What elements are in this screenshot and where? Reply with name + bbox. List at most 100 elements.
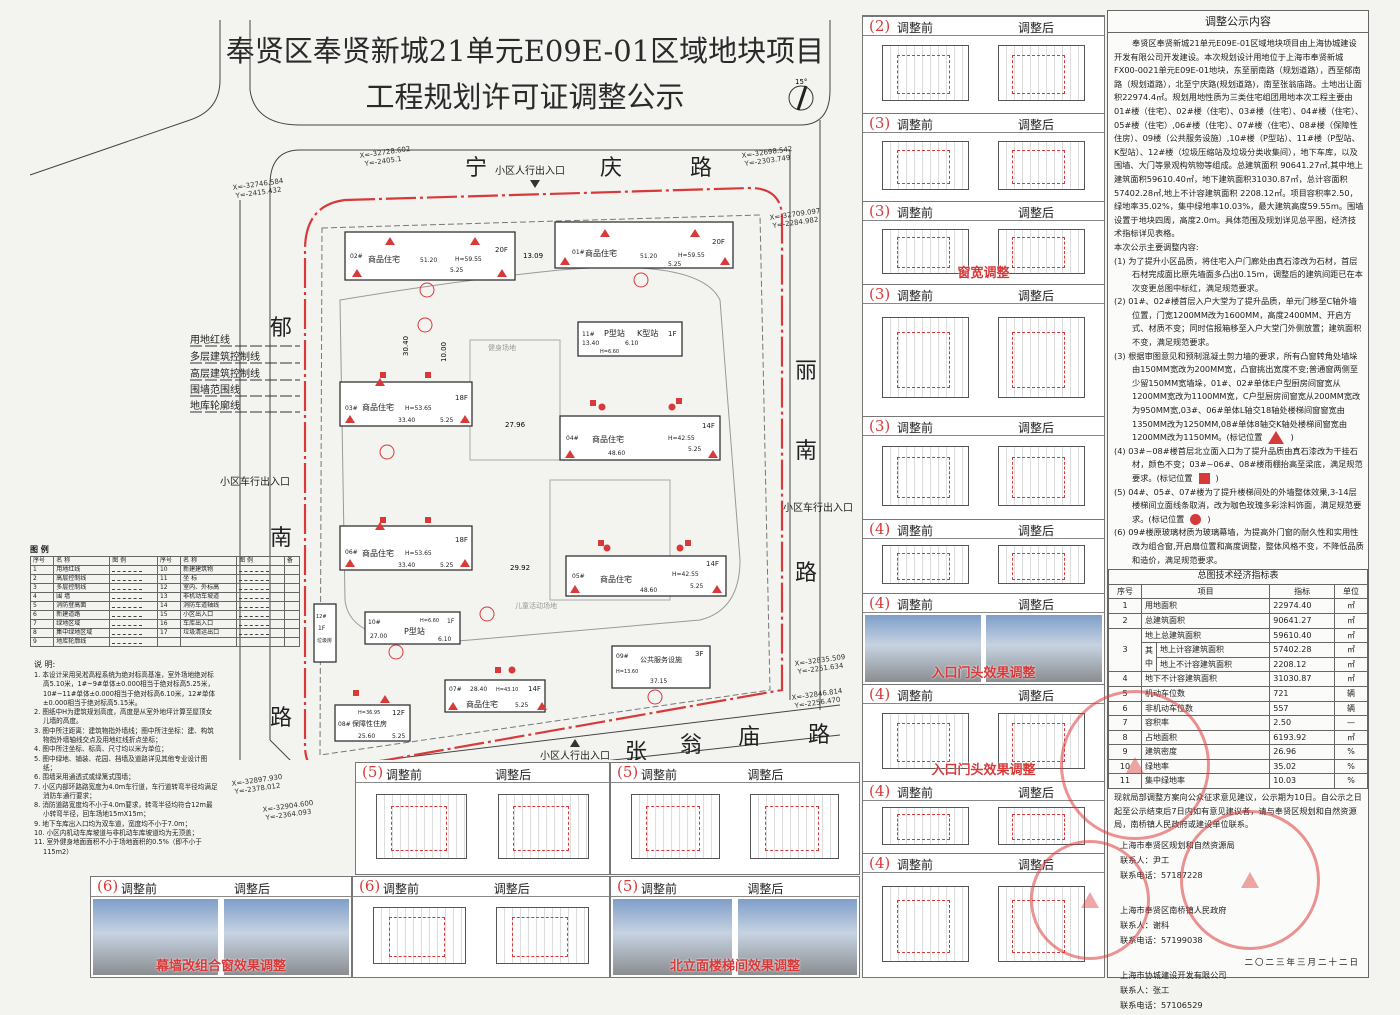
- adjustment-markers: [345, 229, 730, 710]
- red-highlight: [1012, 332, 1066, 388]
- legend-cell: 小区出入口: [180, 610, 238, 620]
- building-length: 33.40: [398, 562, 415, 569]
- table-header-row: 序号项目指标单位: [1108, 583, 1368, 600]
- before-label: 调整前: [897, 524, 934, 538]
- title-line-2: 工程规划许可证调整公示: [365, 80, 685, 114]
- after-label: 调整后: [1017, 206, 1054, 220]
- notice-item-text: (5) 04#、05#、07#楼为了提升楼梯间处的外墙整体效果,3-14层楼梯间…: [1114, 486, 1362, 524]
- building-floors: 20F: [712, 238, 725, 246]
- building-name: 公共服务设施: [640, 655, 682, 664]
- legend-cell: 绿地区域: [53, 619, 111, 629]
- legend-symbol: [236, 628, 285, 638]
- notice-date: 二〇二三年三月二十二日: [1244, 958, 1360, 969]
- adjustment-circles: [379, 272, 663, 705]
- panel-header: (2)调整前调整后: [863, 17, 1104, 36]
- panel-body: [863, 36, 1104, 113]
- triangle-marker-icon: [1268, 431, 1285, 445]
- panel-header: (4)调整前调整后: [863, 685, 1104, 704]
- render-before: [865, 615, 981, 682]
- contact-org: 上海市奉贤区南桥镇人民政府: [1120, 904, 1227, 915]
- after-label: 调整后: [1017, 689, 1054, 703]
- cell-item: 机动车位数: [1140, 685, 1271, 702]
- cell-item: 总建筑面积: [1140, 612, 1271, 629]
- kids-label: 儿童活动场地: [515, 601, 557, 610]
- red-highlight: [1012, 236, 1066, 269]
- legend-symbol: [109, 592, 158, 602]
- legend-header-row: 序号名 称图 例序号名 称图 例备: [29, 556, 301, 566]
- site-red-line: [303, 186, 784, 760]
- after-label: 调整后: [1017, 118, 1054, 132]
- before-label: 调整前: [897, 786, 934, 800]
- legend-cell: 4: [29, 592, 55, 602]
- cell-value: 31030.87: [1269, 671, 1335, 687]
- building-name: 商品住宅: [592, 434, 624, 444]
- cell-value: 557: [1269, 700, 1335, 717]
- cell-value: 10.03: [1269, 773, 1335, 790]
- contact-block: 上海市协城建设开发有限公司联系人：张工联系电话：57106529: [1114, 968, 1362, 1013]
- drawing-before: [882, 807, 970, 845]
- legend-cell: 新建建筑物: [180, 565, 238, 575]
- panel-number: (4): [869, 782, 891, 800]
- road-label-south: 翁: [680, 733, 702, 758]
- panel-header: (5)调整前调整后: [611, 877, 859, 897]
- table-header-cell: 项目: [1140, 583, 1271, 600]
- comparison-panel: (4)调整前调整后: [863, 853, 1104, 979]
- panel-number: (5): [617, 763, 639, 781]
- cell-item: 集中绿地率: [1140, 773, 1271, 790]
- legend-cell: 围 墙: [53, 592, 111, 602]
- legend-header-cell: 名 称: [180, 556, 238, 566]
- page-title: 奉贤区奉贤新城21单元E09E-01区域地块项目 工程规划许可证调整公示: [190, 28, 860, 120]
- building-width: 5.25: [440, 562, 454, 569]
- cell-unit: 辆: [1334, 685, 1368, 702]
- road-label-south: 路: [808, 723, 830, 748]
- note-item: 5. 图中绿地、铺装、花园、挡墙及道路详见其他专业设计图纸；: [34, 754, 208, 772]
- legend-cell: 垃圾清运出口: [180, 628, 238, 638]
- cell-seq: 1: [1108, 598, 1142, 614]
- after-label: 调整后: [1017, 524, 1054, 538]
- wall-line: [319, 214, 771, 756]
- comparison-panel: (6)调整前调整后幕墙改组合窗效果调整: [90, 876, 352, 978]
- cell-value: 26.96: [1269, 744, 1335, 760]
- note-item: 10. 小区内机动车库坡道与非机动车库坡道均为无顶盖；: [34, 829, 199, 838]
- drawing-before: [882, 45, 970, 101]
- building-09: [611, 645, 711, 689]
- red-highlight: [511, 917, 569, 957]
- note-item: 7. 小区内部环路路宽度为4.0m车行道，车行道转弯半径均满足消防车通行要求；: [34, 782, 218, 800]
- cell-seq: 10: [1108, 758, 1142, 775]
- building-width: 5.25: [450, 267, 464, 274]
- render-after: [986, 615, 1102, 682]
- building-no: 01#: [572, 249, 585, 256]
- fitness-label: 健身场地: [488, 343, 516, 352]
- building-05: [565, 555, 727, 597]
- cell-seq: 9: [1108, 744, 1142, 760]
- red-highlight: [512, 805, 569, 852]
- note-item: 3. 图中所注距离：建筑物指外墙线；图中所注坐标：建、构筑物指外墙轴线交点及用地…: [34, 726, 214, 745]
- cell-unit: ㎡: [1334, 612, 1368, 629]
- red-highlight: [1012, 723, 1066, 762]
- notice-item: (6) 09#楼原玻璃材质为玻璃幕墙，为提高外门窗的耐久性和实用性改为组合窗,开…: [1108, 526, 1368, 567]
- comparison-panel: (6)调整前调整后: [352, 876, 610, 978]
- building-name: P型站: [604, 328, 625, 338]
- building-no: 12#: [316, 614, 327, 620]
- contact-phone: 联系电话：57106529: [1120, 999, 1203, 1010]
- comparison-panel: (2)调整前调整后: [863, 16, 1104, 113]
- entrance-label-east: 小区车行出入口: [783, 501, 853, 514]
- cell-seq: 3: [1108, 627, 1142, 673]
- cell-value: 22974.40: [1269, 598, 1335, 614]
- road-label-east: 南: [795, 439, 817, 464]
- after-label: 调整后: [1017, 21, 1054, 35]
- legend-cell: [283, 583, 301, 593]
- panel-body: 北立面楼梯间效果调整: [611, 897, 859, 977]
- drawing-after: [497, 793, 589, 860]
- cell-seq: 2: [1108, 612, 1142, 629]
- kids-area: [549, 479, 671, 601]
- building-width: 5.25: [515, 702, 529, 709]
- panel-body: 入口门头效果调整: [863, 704, 1104, 781]
- legend-cell: [283, 592, 301, 602]
